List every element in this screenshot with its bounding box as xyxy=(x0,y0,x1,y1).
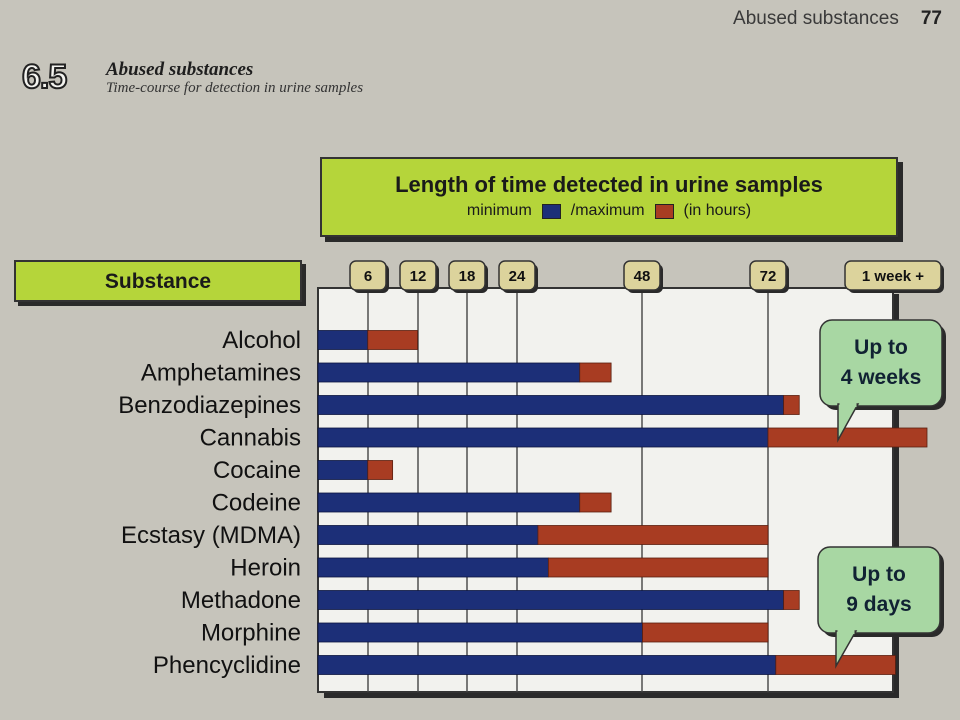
chart-title: Length of time detected in urine samples xyxy=(395,172,823,197)
bar-maximum xyxy=(767,427,928,448)
bar-maximum xyxy=(579,362,612,383)
legend-units: (in hours) xyxy=(683,202,752,219)
callout-bubble xyxy=(819,319,943,407)
bar-minimum xyxy=(317,330,369,350)
row-label: Amphetamines xyxy=(141,360,301,387)
row-label: Cannabis xyxy=(200,425,301,452)
row-label: Alcohol xyxy=(222,327,301,354)
row-label: Morphine xyxy=(201,620,301,647)
tick-label: 24 xyxy=(509,268,526,285)
chart-title-box: Length of time detected in urine samples… xyxy=(320,157,898,237)
callout-text: Up to xyxy=(854,336,908,359)
tick-label: 72 xyxy=(760,268,777,285)
section-number: 6.5 xyxy=(21,57,68,97)
bar-minimum xyxy=(317,460,369,480)
tick-box xyxy=(623,260,661,291)
bar-minimum xyxy=(317,492,581,513)
running-head: Abused substances 77 xyxy=(733,8,942,30)
bar-minimum xyxy=(317,590,785,610)
tick-box xyxy=(498,260,536,291)
bar-maximum xyxy=(537,525,769,545)
callout-tail-join xyxy=(837,629,855,634)
tick-box xyxy=(349,260,387,291)
tick-box xyxy=(749,260,787,291)
bar-minimum xyxy=(317,427,769,448)
bar-maximum xyxy=(642,622,769,643)
tick-label: 1 week + xyxy=(862,268,924,285)
tick-label: 6 xyxy=(364,268,372,285)
callout-tail-join xyxy=(839,402,857,407)
row-label: Phencyclidine xyxy=(153,652,301,679)
bar-maximum xyxy=(579,492,612,513)
substance-header: Substance xyxy=(14,260,302,302)
bar-minimum xyxy=(317,525,539,545)
row-label: Methadone xyxy=(181,587,301,614)
tick-box xyxy=(844,260,942,291)
tick-box xyxy=(399,260,437,291)
bar-maximum xyxy=(367,330,418,350)
bar-minimum xyxy=(317,655,777,675)
callout-text: Up to xyxy=(852,563,906,586)
bar-maximum xyxy=(783,590,800,610)
callout-text: 4 weeks xyxy=(841,366,922,389)
legend-max-label: /maximum xyxy=(570,202,645,219)
legend-min-swatch xyxy=(541,203,561,219)
section-subtitle: Time-course for detection in urine sampl… xyxy=(106,80,364,96)
running-head-title: Abused substances xyxy=(733,8,899,29)
bar-minimum xyxy=(317,622,643,643)
legend-max-swatch xyxy=(654,203,674,219)
bar-minimum xyxy=(317,395,785,415)
bar-maximum xyxy=(367,460,394,480)
row-label: Ecstasy (MDMA) xyxy=(121,522,301,549)
callout-bubble xyxy=(817,546,941,634)
row-label: Codeine xyxy=(212,490,301,517)
section-title: Abused substances xyxy=(106,59,254,80)
tick-label: 48 xyxy=(634,268,651,285)
tick-label: 12 xyxy=(410,268,427,285)
bar-minimum xyxy=(317,557,549,578)
row-label: Benzodiazepines xyxy=(118,392,301,419)
bar-maximum xyxy=(783,395,800,415)
chart-legend: minimum /maximum (in hours) xyxy=(322,202,896,220)
bar-minimum xyxy=(317,362,581,383)
legend-min-label: minimum xyxy=(466,202,532,219)
tick-label: 18 xyxy=(459,268,476,285)
row-label: Heroin xyxy=(230,555,301,582)
bar-maximum xyxy=(547,557,769,578)
callout-text: 9 days xyxy=(846,593,911,616)
tick-box xyxy=(448,260,486,291)
page-number: 77 xyxy=(920,8,942,29)
row-label: Cocaine xyxy=(213,457,301,484)
